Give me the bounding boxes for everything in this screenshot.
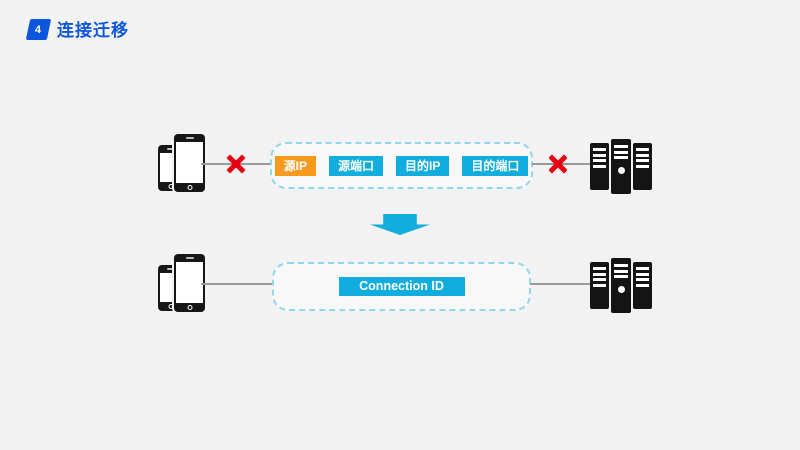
client-smartphones-icon [158, 254, 205, 312]
broken-connection-x-icon [546, 152, 570, 176]
phone-screen [176, 142, 203, 183]
four-tuple-box: 源IP 源端口 目的IP 目的端口 [270, 142, 533, 189]
phone-home-button [187, 305, 192, 310]
field-connection-id: Connection ID [338, 277, 465, 296]
phone-speaker [185, 137, 194, 139]
phone-speaker [185, 257, 194, 259]
page-title: 连接迁移 [57, 21, 129, 40]
phone-speaker [167, 268, 175, 270]
phone-home-button [187, 185, 192, 190]
smartphone-icon [174, 254, 205, 312]
down-arrow-icon [370, 214, 430, 235]
field-dest-port: 目的端口 [462, 155, 529, 176]
phone-home-button [168, 304, 174, 309]
section-number: 4 [35, 23, 42, 36]
phone-home-button [168, 184, 174, 189]
connection-id-box: Connection ID [272, 262, 531, 311]
phone-speaker [167, 148, 175, 150]
field-dest-ip: 目的IP [396, 155, 450, 176]
phone-screen [176, 262, 203, 303]
broken-connection-x-icon [224, 152, 248, 176]
server-tower-icon [590, 143, 609, 190]
server-tower-icon [611, 139, 631, 194]
server-power-dot [617, 285, 625, 293]
server-tower-icon [633, 143, 652, 190]
server-rack-icon [590, 258, 652, 313]
client-smartphones-icon [158, 134, 205, 192]
link-line-right-after [530, 283, 591, 285]
field-source-port: 源端口 [328, 155, 383, 176]
server-tower-icon [633, 262, 652, 309]
server-tower-icon [590, 262, 609, 309]
smartphone-icon [174, 134, 205, 192]
section-number-badge: 4 [25, 19, 52, 40]
server-rack-icon [590, 139, 652, 194]
link-line-left-after [201, 283, 273, 285]
server-power-dot [617, 166, 625, 174]
server-tower-icon [611, 258, 631, 313]
field-source-ip: 源IP [274, 155, 316, 176]
